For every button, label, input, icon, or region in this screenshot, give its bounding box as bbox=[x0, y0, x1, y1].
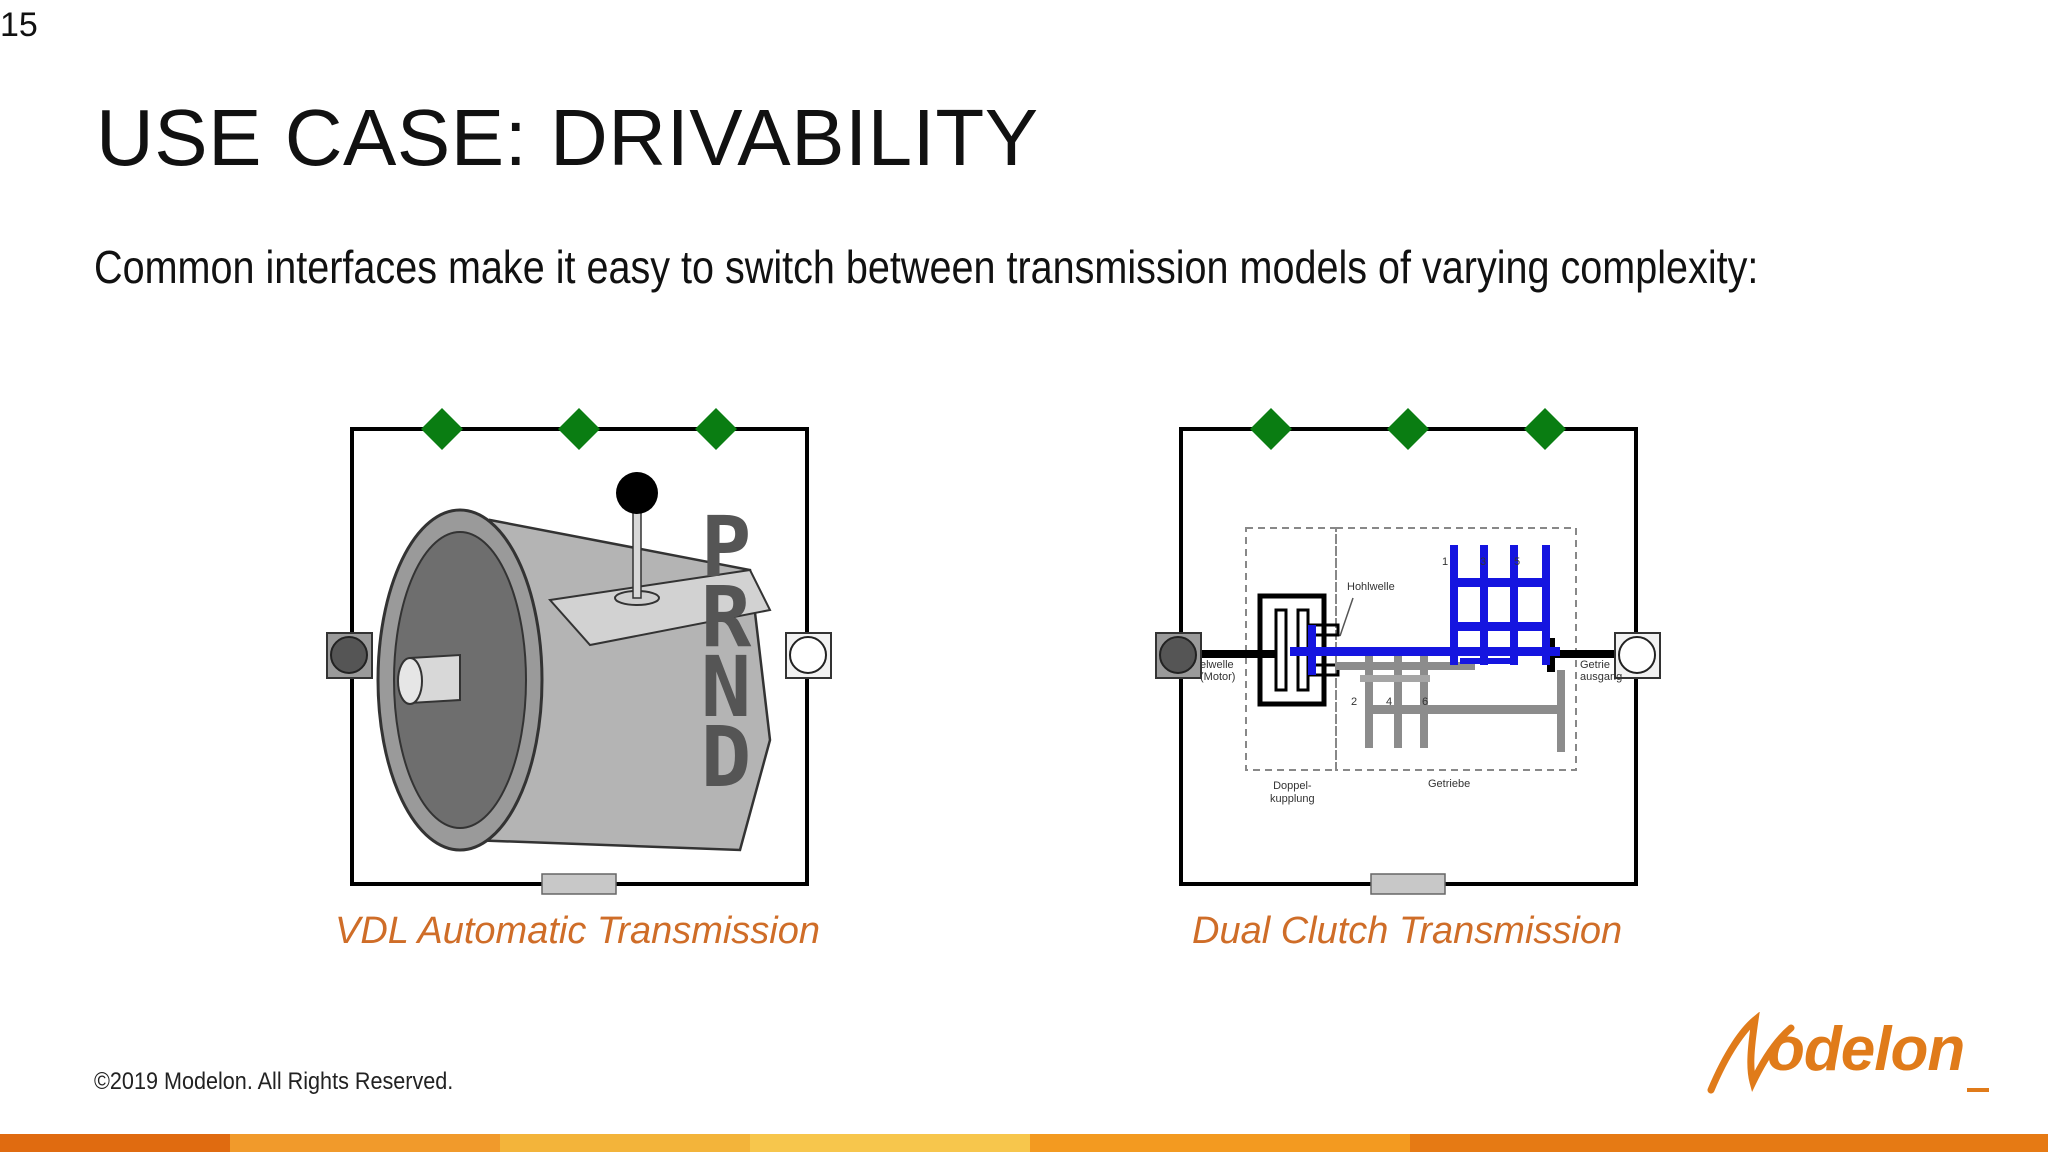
gear-letters: P R N D bbox=[696, 498, 756, 806]
label-hohlwelle: Hohlwelle bbox=[1347, 581, 1395, 593]
bar-segment-1 bbox=[0, 1134, 230, 1152]
bar-segment-5 bbox=[1030, 1134, 1410, 1152]
bus-connector bbox=[541, 873, 617, 895]
gear-number-5: 5 bbox=[1514, 556, 1521, 568]
bar-segment-6 bbox=[1410, 1134, 2048, 1152]
bar-segment-4 bbox=[750, 1134, 1030, 1152]
port-diamond-3 bbox=[1524, 408, 1566, 450]
gear-number-2: 2 bbox=[1351, 696, 1358, 708]
bus-connector bbox=[1370, 873, 1446, 895]
port-diamond-2 bbox=[558, 408, 600, 450]
automatic-transmission-icon bbox=[326, 408, 832, 895]
dual-clutch-transmission-figure: Hohlwelle elwelle (Motor) Getrie ausgang… bbox=[1150, 400, 1670, 900]
label-double-clutch: Doppel- kupplung bbox=[1270, 780, 1315, 805]
modelon-logo-text: odelon bbox=[1767, 1015, 1965, 1084]
gear-number-6: 6 bbox=[1422, 696, 1429, 708]
gear-number-3: 3 bbox=[1480, 556, 1487, 568]
gear-letter-p: P bbox=[700, 498, 752, 596]
gear-letter-n: N bbox=[700, 638, 752, 736]
bottom-color-bar bbox=[0, 1134, 2048, 1152]
label-output: Getrie ausgang bbox=[1580, 659, 1623, 683]
copyright-notice: ©2019 Modelon. All Rights Reserved. bbox=[94, 1068, 454, 1095]
bar-segment-2 bbox=[230, 1134, 500, 1152]
automatic-transmission-figure: P R N D bbox=[320, 400, 840, 900]
gear-letter-d: D bbox=[700, 708, 752, 806]
label-gearbox: Getriebe bbox=[1428, 778, 1471, 790]
label-input-shaft: elwelle (Motor) bbox=[1200, 659, 1236, 683]
gear-letter-r: R bbox=[700, 568, 752, 666]
port-diamond-1 bbox=[421, 408, 463, 450]
dual-clutch-transmission-icon bbox=[1155, 408, 1661, 895]
slide-subtitle: Common interfaces make it easy to switch… bbox=[94, 241, 1759, 293]
port-diamond-3 bbox=[695, 408, 737, 450]
caption-vdl-automatic: VDL Automatic Transmission bbox=[335, 910, 821, 952]
modelon-logo: odelon bbox=[1705, 1012, 1995, 1102]
port-diamond-1 bbox=[1250, 408, 1292, 450]
caption-dual-clutch: Dual Clutch Transmission bbox=[1192, 910, 1623, 952]
bar-segment-3 bbox=[500, 1134, 750, 1152]
port-diamond-2 bbox=[1387, 408, 1429, 450]
slide-number: 15 bbox=[0, 6, 38, 44]
gear-number-1: 1 bbox=[1442, 556, 1449, 568]
modelon-logo-mark bbox=[1707, 1012, 1989, 1094]
gear-number-4: 4 bbox=[1386, 696, 1393, 708]
slide-title: USE CASE: DRIVABILITY bbox=[96, 93, 1039, 182]
